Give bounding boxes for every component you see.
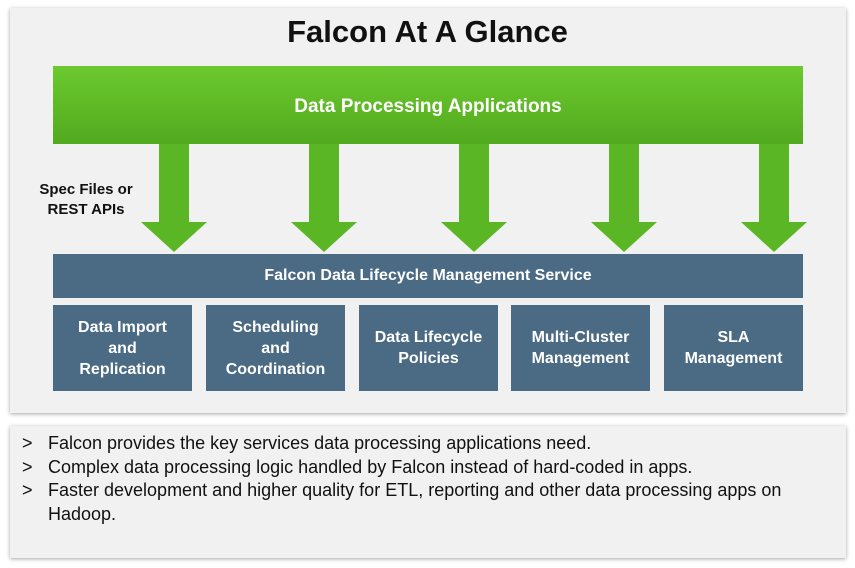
down-arrow-4 <box>591 144 657 252</box>
bullet-text: Falcon provides the key services data pr… <box>48 433 592 453</box>
service-box-sla: SLA Management <box>664 305 803 391</box>
down-arrow-1 <box>141 144 207 252</box>
service-box-lifecycle-policies: Data Lifecycle Policies <box>359 305 498 391</box>
bullet-marker: > <box>22 433 33 453</box>
top-bar-label: Data Processing Applications <box>294 96 561 117</box>
down-arrow-3 <box>441 144 507 252</box>
bullet-marker: > <box>22 456 33 477</box>
bullet-item: > Falcon provides the key services data … <box>22 432 832 456</box>
bullet-marker: > <box>22 480 33 500</box>
service-bar: Falcon Data Lifecycle Management Service <box>53 254 803 298</box>
bullet-item: > Faster development and higher quality … <box>22 479 832 526</box>
service-box-data-import: Data Import and Replication <box>53 305 192 391</box>
service-box-multi-cluster: Multi-Cluster Management <box>511 305 650 391</box>
page-title: Falcon At A Glance <box>287 14 568 49</box>
down-arrow-5 <box>741 144 807 252</box>
bullet-list: > Falcon provides the key services data … <box>22 432 832 526</box>
spec-files-label: Spec Files or REST APIs <box>39 181 133 218</box>
bullets-panel <box>10 426 846 558</box>
bullet-item: > Complex data processing logic handled … <box>22 456 832 480</box>
top-bar-shape <box>53 66 803 144</box>
service-bar-label: Falcon Data Lifecycle Management Service <box>264 267 592 284</box>
down-arrow-2 <box>291 144 357 252</box>
bullet-text: Complex data processing logic handled by… <box>48 456 693 477</box>
bullet-text: Faster development and higher quality fo… <box>48 480 782 524</box>
service-box-scheduling: Scheduling and Coordination <box>206 305 345 391</box>
